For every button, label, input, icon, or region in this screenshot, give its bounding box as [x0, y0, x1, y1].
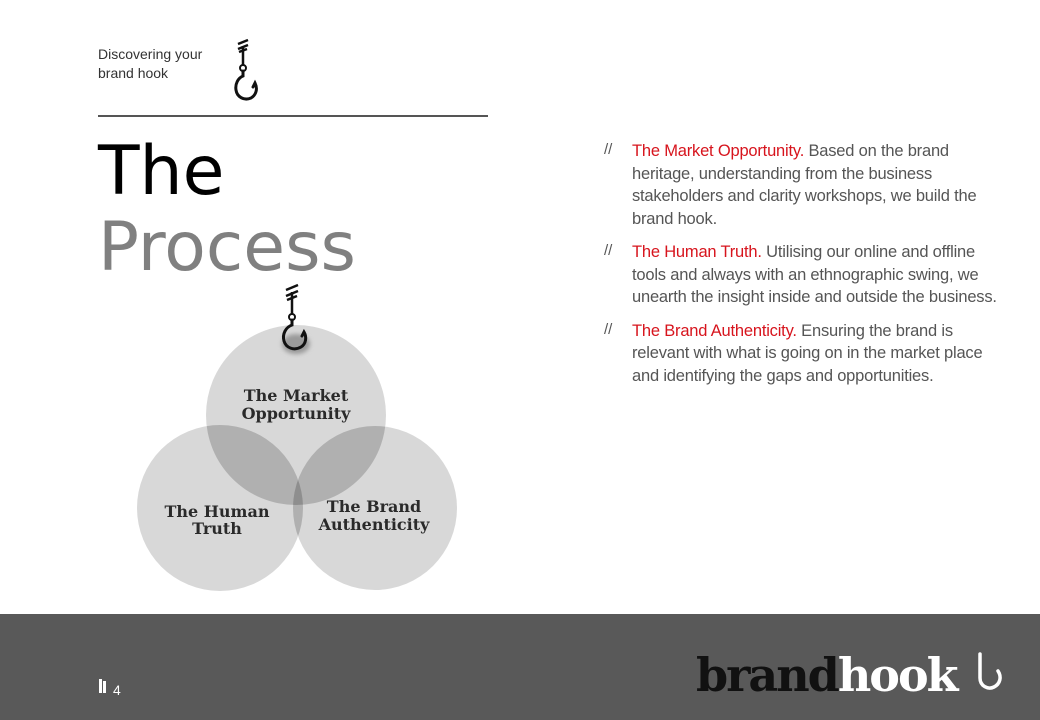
bullet-market-opportunity: // The Market Opportunity. Based on the …	[600, 140, 1010, 230]
fish-hook-icon	[234, 38, 258, 101]
bullet-body: Ensuring the brand is relevant with what…	[632, 321, 983, 385]
document-pages-icon	[99, 679, 106, 693]
logo-hook-icon	[978, 652, 1002, 690]
fish-hook-icon	[282, 283, 310, 354]
bullet-lead: The Market Opportunity.	[632, 142, 805, 160]
bullet-marker: //	[604, 320, 613, 338]
bullet-human-truth: // The Human Truth. Utilising our online…	[600, 241, 1010, 309]
kicker-line-1: Discovering your	[98, 46, 203, 62]
brand-logo: brandhook	[696, 648, 1002, 702]
page-number: 4	[113, 682, 121, 698]
venn-label-market-line-1: The Market	[244, 386, 349, 405]
bullet-brand-authenticity: // The Brand Authenticity. Ensuring the …	[600, 320, 1010, 388]
venn-diagram: The Market Opportunity The Human Truth T…	[137, 283, 457, 591]
bullet-marker: //	[604, 141, 613, 158]
kicker-line-2: brand hook	[98, 65, 169, 81]
bullet-lead: The Brand Authenticity.	[632, 321, 797, 340]
venn-label-market-line-2: Opportunity	[242, 404, 352, 423]
venn-label-brand-line-2: Authenticity	[318, 515, 431, 534]
venn-label-human-line-1: The Human	[165, 502, 270, 521]
bullet-body: Based on the brand heritage, understandi…	[632, 142, 977, 228]
bullet-body: Utilising our online and offline tools a…	[632, 243, 997, 306]
venn-label-human-line-2: Truth	[192, 519, 242, 538]
venn-label-brand-line-1: The Brand	[327, 497, 421, 516]
logo-text-brand: brand	[696, 648, 840, 702]
footer-bar: 4 brandhook	[0, 614, 1040, 720]
title-divider	[98, 115, 488, 117]
kicker-text: Discovering your brand hook	[98, 45, 228, 83]
page-title-line-2: Process	[98, 208, 356, 287]
logo-text-hook: hook	[837, 648, 959, 702]
process-bullet-list: // The Market Opportunity. Based on the …	[600, 140, 1010, 398]
page-title-line-1: The	[98, 132, 225, 211]
bullet-marker: //	[604, 242, 613, 259]
bullet-lead: The Human Truth.	[632, 243, 762, 261]
